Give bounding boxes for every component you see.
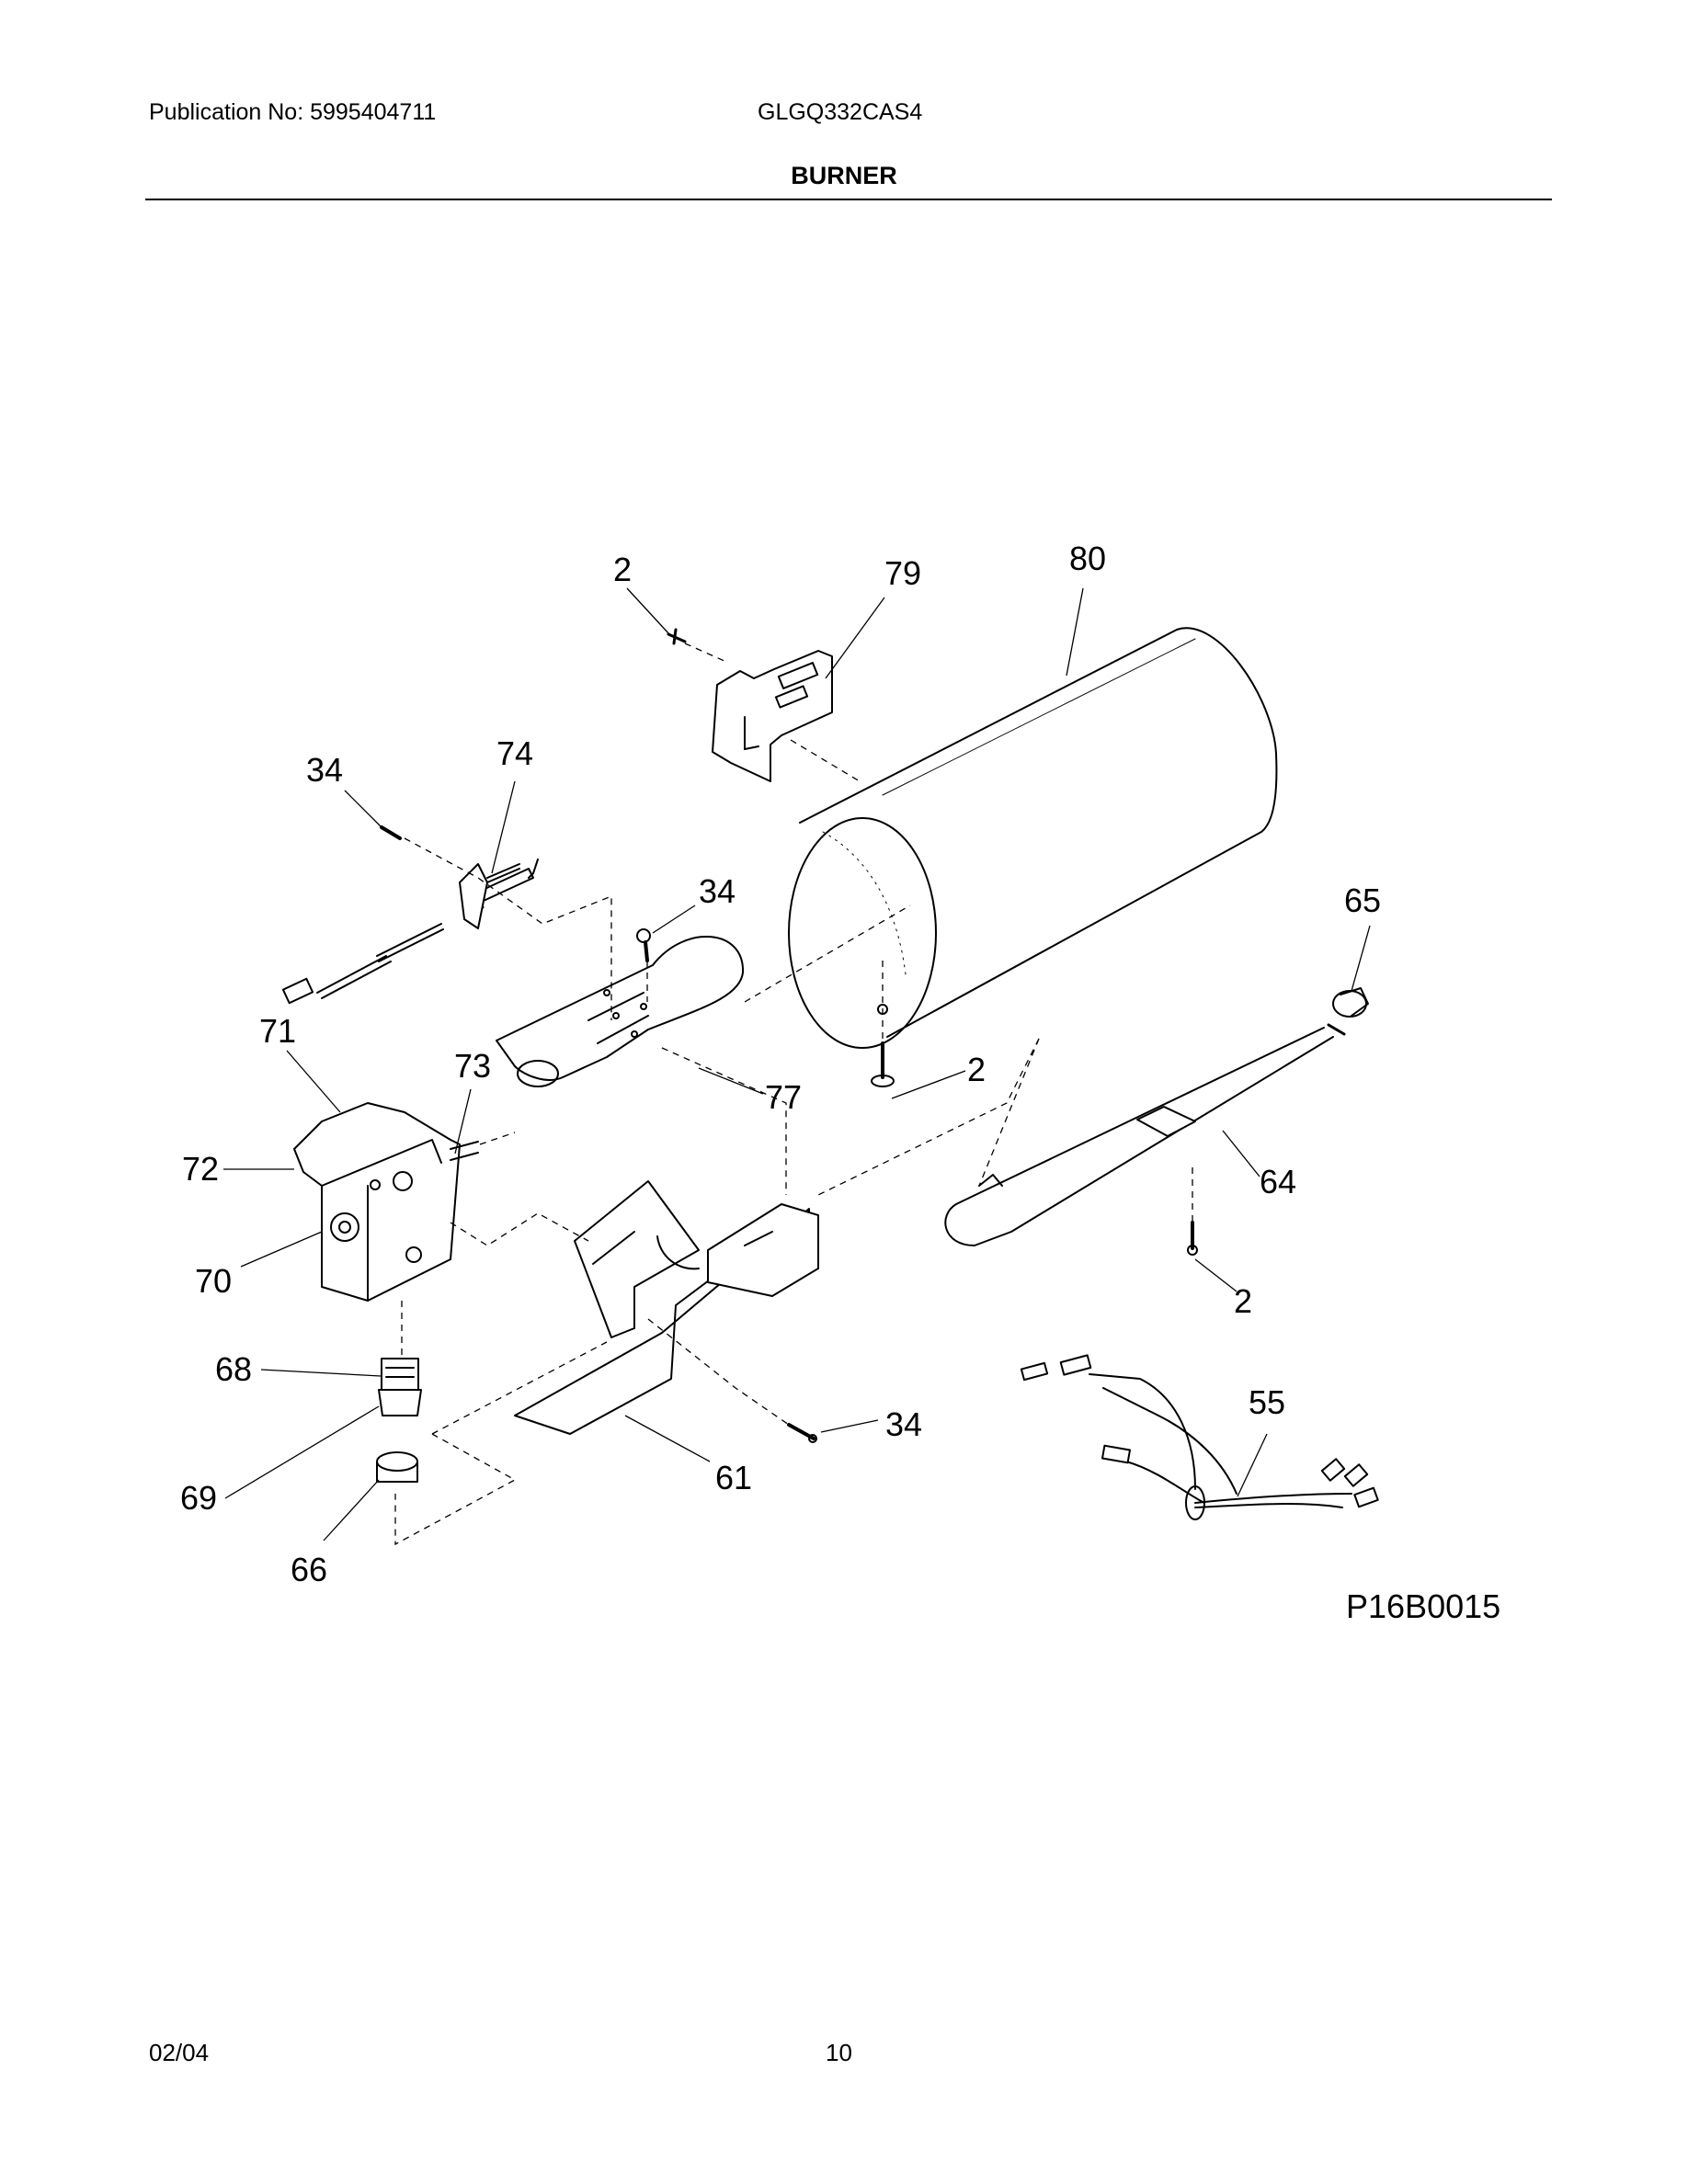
- assembly-line-70-61: [450, 1212, 589, 1246]
- header-divider: [145, 199, 1552, 200]
- assembly-line-34-74: [404, 837, 612, 1020]
- screw-part-2-top: [667, 628, 687, 645]
- footer-page-number: 10: [826, 2039, 852, 2066]
- publication-number: Publication No: 5995404711: [149, 99, 437, 125]
- nozzle-part-77: [496, 936, 745, 1087]
- callout-66: 66: [291, 1551, 327, 1588]
- screw-part-2-middle: [871, 1041, 895, 1087]
- assembly-line-77-61: [661, 1047, 787, 1195]
- plug-part-66: [376, 1451, 418, 1483]
- callout-34-upper-left: 34: [306, 751, 343, 789]
- callout-77: 77: [765, 1078, 802, 1116]
- diagram-code: P16B0015: [1346, 1587, 1500, 1625]
- assembly-line-orifice-stack: [394, 1433, 517, 1546]
- footer-date: 02/04: [149, 2039, 210, 2066]
- bracket-part-79: [712, 650, 833, 782]
- assembly-line-77-80: [744, 904, 911, 1003]
- assembly-line-61-34: [647, 1318, 790, 1426]
- callout-2-top: 2: [613, 551, 632, 588]
- callout-2-middle: 2: [967, 1051, 986, 1088]
- callout-74: 74: [496, 734, 533, 772]
- burner-tube-part-80: [788, 627, 1278, 1049]
- callout-72: 72: [182, 1150, 219, 1188]
- assembly-line-64-61: [817, 1038, 1040, 1196]
- callout-80: 80: [1069, 540, 1106, 577]
- callout-69: 69: [180, 1479, 217, 1517]
- assembly-line-73-77: [479, 1132, 516, 1145]
- hex-nut-part-69: [378, 1389, 422, 1416]
- callout-61: 61: [715, 1459, 752, 1496]
- callout-64: 64: [1260, 1163, 1296, 1200]
- wire-harness-part-55: [1020, 1354, 1379, 1520]
- orifice-part-68: [381, 1358, 419, 1391]
- callout-71: 71: [259, 1012, 296, 1050]
- screw-part-2-lower: [1187, 1221, 1198, 1256]
- callout-2-lower: 2: [1234, 1282, 1252, 1320]
- gas-valve-assembly-parts-70-73: [293, 1102, 479, 1302]
- cap-part-65: [1332, 987, 1369, 1018]
- gas-tube-part-64: [944, 1023, 1346, 1246]
- callout-55: 55: [1249, 1383, 1285, 1421]
- callout-34-middle: 34: [699, 872, 736, 910]
- assembly-line-61-orifice: [431, 1341, 608, 1435]
- screw-part-34-middle: [636, 928, 651, 962]
- assembly-line-2-79: [684, 643, 727, 663]
- callout-73: 73: [454, 1047, 491, 1085]
- burner-bracket-part-61: [514, 1180, 819, 1435]
- callout-79: 79: [884, 554, 921, 592]
- callout-34-lower: 34: [885, 1405, 922, 1443]
- callout-65: 65: [1344, 882, 1381, 919]
- callout-68: 68: [215, 1350, 252, 1388]
- section-title: BURNER: [791, 162, 897, 189]
- callout-70: 70: [195, 1262, 232, 1300]
- ignitor-part-74: [281, 859, 539, 1005]
- model-number: GLGQ332CAS4: [758, 99, 923, 125]
- screw-part-34-upper-left: [380, 825, 402, 840]
- screw-part-34-lower: [787, 1423, 817, 1443]
- assembly-line-79-80: [790, 739, 861, 782]
- assembly-line-64-loop: [978, 1038, 1040, 1187]
